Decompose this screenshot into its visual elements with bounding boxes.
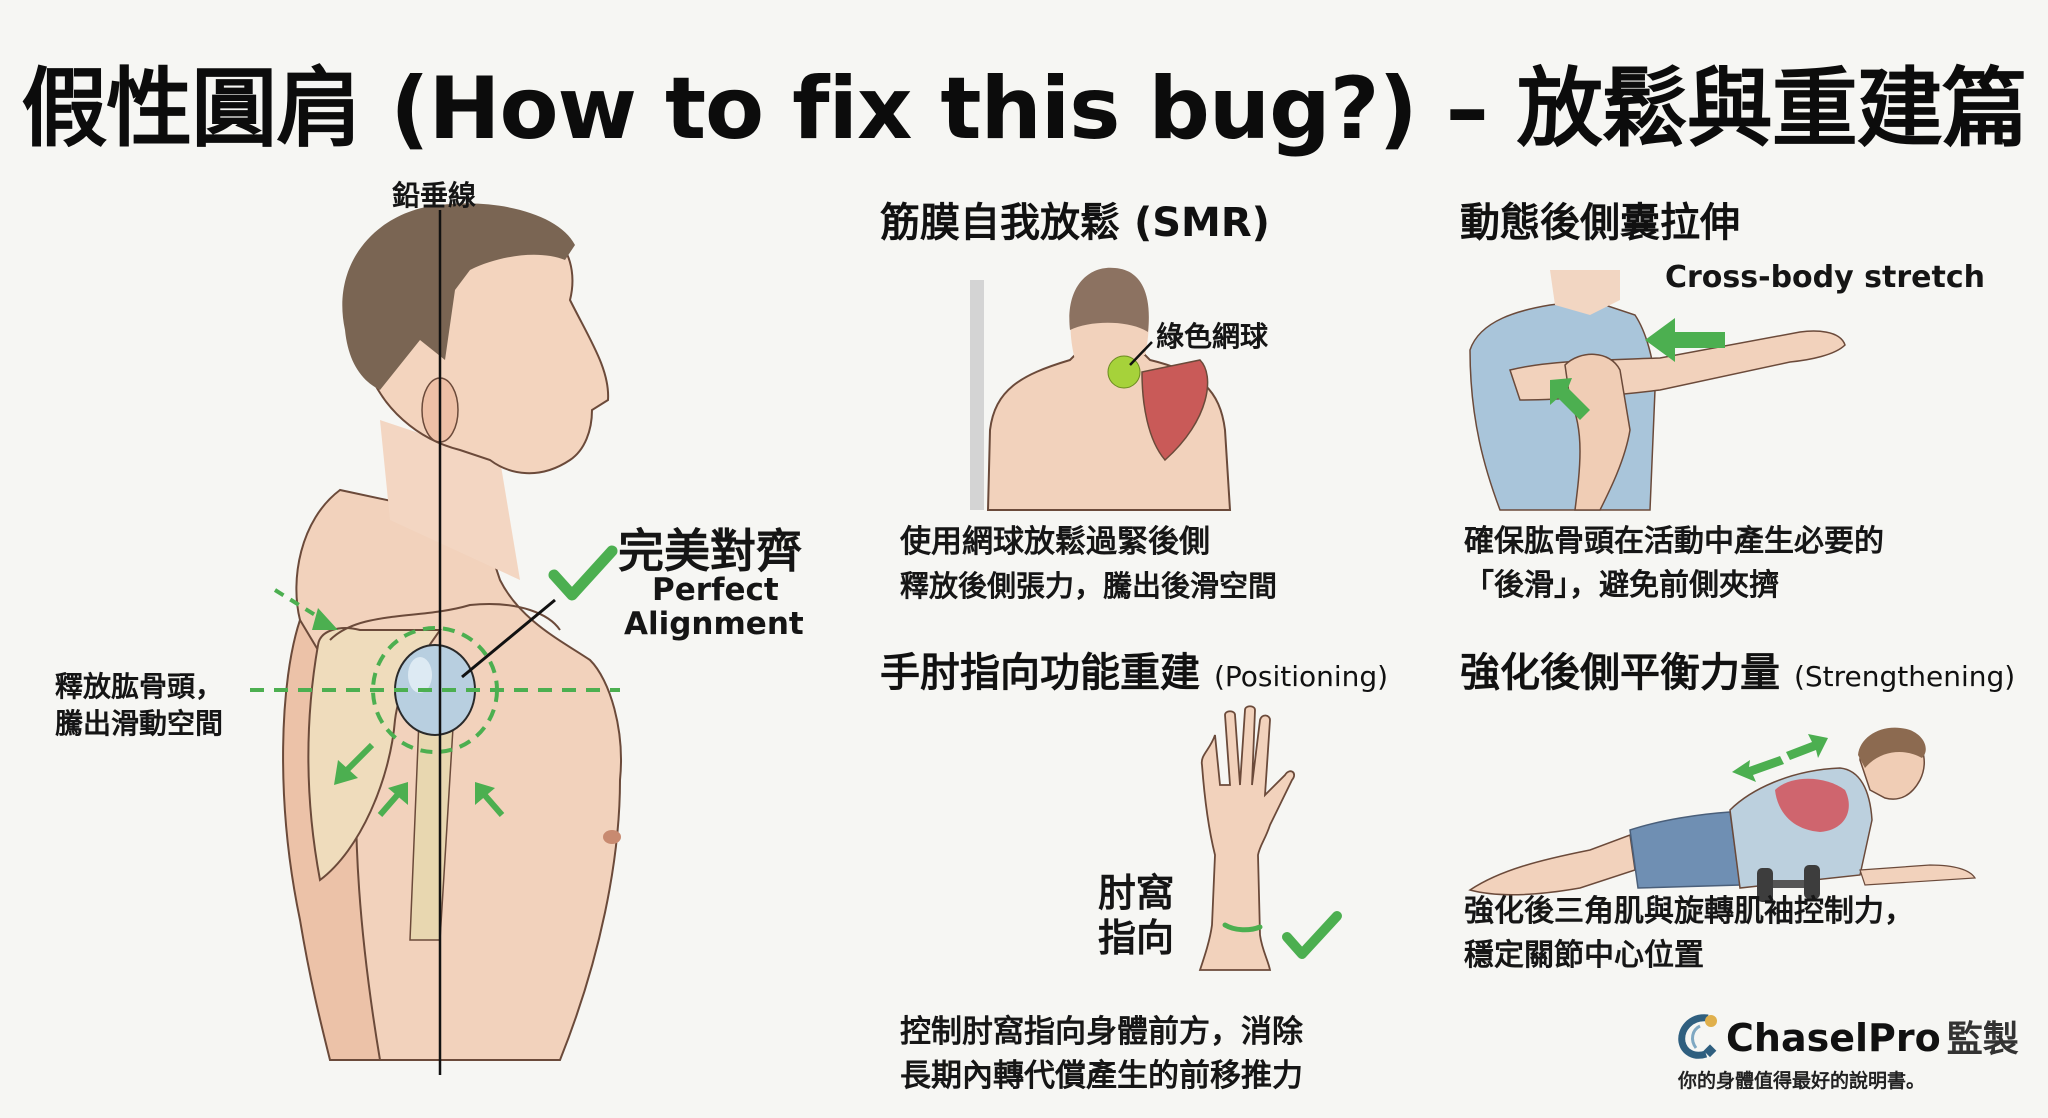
stretch-illustration <box>1469 270 1846 511</box>
callout-cross-body: Cross-body stretch <box>1665 260 1985 295</box>
callout-elbow-2: 指向 <box>1098 916 1175 960</box>
smr-back-illustration <box>970 267 1232 511</box>
section-title-zh: 筋膜自我放鬆 <box>880 200 1120 246</box>
section-desc-1: 強化後三角肌與旋轉肌袖控制力， <box>1464 894 1914 929</box>
section-title-en: (Strengthening) <box>1793 660 2016 693</box>
section-desc-2: 釋放後側張力，騰出後滑空間 <box>900 569 1278 603</box>
section-desc-1: 控制肘窩指向身體前方，消除 <box>900 1014 1303 1050</box>
man-profile-illustration <box>250 203 622 1075</box>
alignment-label-en-1: Perfect <box>652 572 779 608</box>
section-desc-1: 確保肱骨頭在活動中產生必要的 <box>1464 524 1884 559</box>
section-title-zh: 強化後側平衡力量 <box>1460 650 1780 696</box>
section-title-zh: 手肘指向功能重建 <box>880 650 1200 696</box>
section-desc-1: 使用網球放鬆過緊後側 <box>900 524 1210 560</box>
section-title: 筋膜自我放鬆 (SMR) <box>880 190 1270 248</box>
section-cross-body-stretch: 動態後側囊拉伸 Cross-body stretch 確保肱骨頭在活動中產生必要… <box>1460 190 2048 620</box>
forearm-illustration <box>1198 705 1296 971</box>
check-icon <box>1282 911 1342 959</box>
prone-exercise-illustration <box>1468 727 1977 902</box>
section-title: 動態後側囊拉伸 <box>1460 190 1740 248</box>
section-positioning: 手肘指向功能重建 (Positioning) 肘窩 指向 控制肘窩指向身體前方，… <box>880 640 1440 1110</box>
alignment-label-en-2: Alignment <box>624 606 804 642</box>
section-title: 強化後側平衡力量 (Strengthening) <box>1460 640 2015 698</box>
brand-tagline: 你的身體值得最好的說明書。 <box>1678 1070 1926 1092</box>
plumb-line-label: 鉛垂線 <box>392 179 477 212</box>
section-desc-2: 穩定關節中心位置 <box>1464 938 1704 973</box>
page-title: 假性圓肩 (How to fix this bug?) – 放鬆與重建篇 <box>21 59 2028 159</box>
main-figure: 鉛垂線 完美對齊 Perfect Alignment 釋放肱骨頭， 騰出滑動空間 <box>0 160 850 1118</box>
release-label-2: 騰出滑動空間 <box>55 707 224 740</box>
section-smr: 筋膜自我放鬆 (SMR) 綠色網球 使用網球放鬆過緊後側 釋放後側張力，騰出後滑… <box>880 190 1440 620</box>
alignment-label-zh: 完美對齊 <box>618 524 802 578</box>
section-desc-2: 長期內轉代償產生的前移推力 <box>900 1058 1303 1094</box>
section-title-en: (SMR) <box>1133 200 1270 246</box>
section-title-zh: 動態後側囊拉伸 <box>1460 200 1740 246</box>
callout-tennis-ball: 綠色網球 <box>1156 320 1269 353</box>
brand-name: ChaselPro <box>1726 1016 1941 1060</box>
release-label-1: 釋放肱骨頭， <box>55 670 224 703</box>
section-strengthening: 強化後側平衡力量 (Strengthening) 強化後三角肌與旋轉肌袖控制力，… <box>1460 640 2048 980</box>
chaselpro-logo-icon <box>1678 1014 1717 1059</box>
brand-suffix: 監製 <box>1946 1019 2019 1060</box>
callout-elbow-1: 肘窩 <box>1098 871 1175 915</box>
section-title-en: (Positioning) <box>1213 660 1389 693</box>
section-title: 手肘指向功能重建 (Positioning) <box>880 640 1388 698</box>
check-icon <box>548 545 618 601</box>
section-desc-2: 「後滑」，避免前側夾擠 <box>1464 568 1779 603</box>
